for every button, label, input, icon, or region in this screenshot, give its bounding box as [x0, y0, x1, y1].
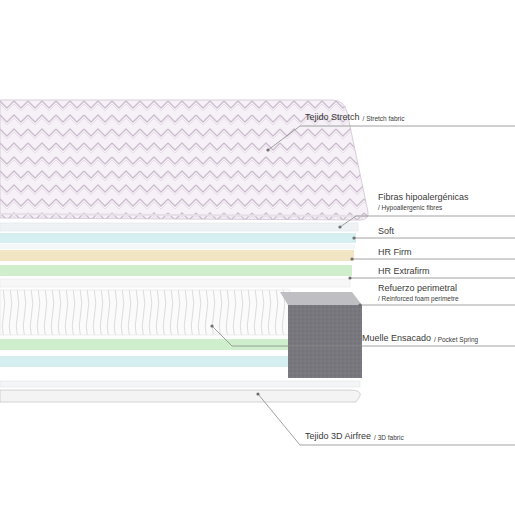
fibre-layer — [0, 223, 358, 231]
part-label: Muelle Ensacado — [362, 333, 431, 344]
quilt-pattern — [0, 100, 368, 220]
leader-dot — [210, 324, 213, 327]
leader-line — [350, 278, 515, 279]
part-label: Tejido 3D Airfree — [305, 431, 371, 442]
leader-dot — [338, 225, 341, 228]
translation-label: / Pocket Spring — [434, 336, 478, 344]
part-label: Tejido Stretch — [305, 112, 360, 123]
translation-label: / Hypoallergenic fibres — [378, 204, 442, 212]
gap-layer — [0, 244, 355, 249]
leader-dot — [348, 276, 351, 279]
hr-firm-layer — [0, 250, 354, 261]
leader-dot — [350, 257, 353, 260]
top-edge — [0, 214, 364, 216]
leader-line — [340, 216, 515, 227]
leader-dot — [358, 303, 361, 306]
soft-layer — [0, 233, 356, 243]
leader-line — [258, 394, 515, 445]
leader-dot — [256, 392, 259, 395]
gap-layer — [0, 279, 350, 287]
pocket-springs — [0, 290, 290, 335]
part-label: Fibras hipoalergénicas — [378, 192, 469, 203]
hr-extrafirm-layer — [0, 265, 352, 276]
leader-line — [268, 126, 515, 150]
translation-label: / Reinforced foam perimetre — [378, 295, 459, 303]
lower-blue-layer — [0, 356, 288, 367]
bottom-fabric — [0, 390, 360, 402]
leader-line — [360, 305, 515, 306]
leader-line — [352, 259, 515, 260]
leader-line — [212, 326, 515, 346]
lower-white-layer — [0, 381, 360, 387]
part-label: Soft — [378, 226, 394, 237]
leader-dot — [352, 236, 355, 239]
perimeter-top — [280, 292, 362, 305]
perimeter-block — [288, 305, 362, 378]
part-label: HR Extrafirm — [378, 266, 430, 277]
part-label: Refuerzo perimetral — [378, 283, 457, 294]
leader-lines — [212, 126, 515, 445]
lower-green-layer — [0, 339, 288, 350]
leader-line — [354, 238, 515, 239]
translation-label: / Stretch fabric — [363, 115, 405, 123]
leader-dot — [266, 148, 269, 151]
quilted-top — [0, 100, 368, 220]
leader-dots — [210, 148, 361, 395]
translation-label: / 3D fabric — [374, 434, 404, 442]
part-label: HR Firm — [378, 247, 412, 258]
